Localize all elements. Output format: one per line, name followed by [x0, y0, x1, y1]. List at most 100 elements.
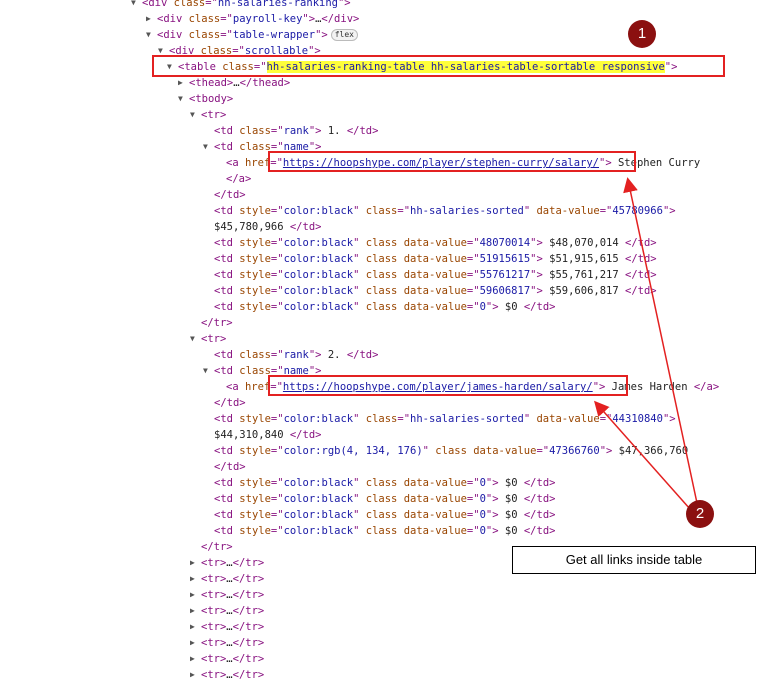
dom-node-line[interactable]: <td style="color:black" class data-value… — [214, 523, 555, 539]
dom-node-line[interactable]: <td style="color:black" class data-value… — [214, 267, 657, 283]
collapsed-triangle-icon[interactable]: ▶ — [190, 622, 195, 631]
href-link[interactable]: https://hoopshype.com/player/james-harde… — [282, 381, 593, 393]
dom-token: "> — [308, 125, 322, 137]
expanded-triangle-icon[interactable]: ▼ — [131, 0, 136, 7]
dom-token: <td — [214, 365, 240, 377]
dom-token: scrollable — [244, 45, 309, 57]
dom-node-line[interactable]: ▼<td class="name"> — [203, 139, 322, 155]
dom-node-line[interactable]: <a href="https://hoopshype.com/player/st… — [226, 155, 700, 171]
collapsed-triangle-icon[interactable]: ▶ — [190, 638, 195, 647]
dom-node-line[interactable]: <td style="color:black" class data-value… — [214, 491, 555, 507]
dom-node-line[interactable]: ▶<tr>…</tr> — [190, 651, 264, 667]
collapsed-triangle-icon[interactable]: ▶ — [146, 14, 151, 23]
dom-node-line[interactable]: </td> — [214, 187, 246, 203]
expanded-triangle-icon[interactable]: ▼ — [203, 366, 208, 375]
expanded-triangle-icon[interactable]: ▼ — [190, 334, 195, 343]
collapsed-triangle-icon[interactable]: ▶ — [190, 606, 195, 615]
dom-node-line[interactable]: </a> — [226, 171, 251, 187]
dom-token: color:black — [283, 413, 354, 425]
expanded-triangle-icon[interactable]: ▼ — [158, 46, 163, 55]
dom-node-line[interactable]: ▶<tr>…</tr> — [190, 619, 264, 635]
dom-node-line[interactable]: ▶<tr>…</tr> — [190, 587, 264, 603]
dom-node-line[interactable]: ▼<tr> — [190, 331, 226, 347]
dom-token: name — [283, 365, 309, 377]
dom-node-line[interactable]: $44,310,840 </td> — [214, 427, 321, 443]
dom-node-line[interactable]: <td style="color:black" class="hh-salari… — [214, 411, 676, 427]
dom-token: color:black — [283, 509, 354, 521]
dom-node-line[interactable]: <td style="color:black" class data-value… — [214, 235, 657, 251]
dom-node-line[interactable]: ▶<tr>…</tr> — [190, 667, 264, 683]
dom-node-line[interactable]: </tr> — [201, 539, 233, 555]
collapsed-triangle-icon[interactable]: ▶ — [190, 654, 195, 663]
collapsed-triangle-icon[interactable]: ▶ — [190, 590, 195, 599]
dom-token: class — [239, 141, 271, 153]
dom-token: <td — [214, 269, 240, 281]
dom-node-line[interactable]: ▶<div class="payroll-key">…</div> — [146, 11, 359, 27]
dom-token: "> — [599, 445, 613, 457]
dom-token: <td — [214, 125, 240, 137]
dom-token: class — [239, 349, 271, 361]
dom-node-line[interactable]: ▼<div class="hh-salaries-ranking"> — [131, 0, 351, 11]
dom-node-line[interactable]: ▼<tbody> — [178, 91, 233, 107]
dom-token: 51915615 — [479, 253, 531, 265]
href-link[interactable]: https://hoopshype.com/player/stephen-cur… — [282, 157, 599, 169]
dom-token: <a — [226, 157, 245, 169]
dom-node-line[interactable]: ▼<div class="scrollable"> — [158, 43, 321, 59]
expanded-triangle-icon[interactable]: ▼ — [167, 62, 172, 71]
dom-token: "> — [315, 29, 328, 41]
dom-token: </tr> — [232, 557, 265, 569]
dom-token: =" — [270, 509, 284, 521]
dom-node-line[interactable]: <td class="rank"> 1. </td> — [214, 123, 378, 139]
expanded-triangle-icon[interactable]: ▼ — [203, 142, 208, 151]
dom-node-line[interactable]: <td style="color:black" class data-value… — [214, 475, 555, 491]
dom-node-line[interactable]: <td style="color:black" class="hh-salari… — [214, 203, 676, 219]
dom-token: =" — [270, 157, 283, 169]
dom-token: $45,780,966 — [214, 221, 290, 233]
dom-token: class data-value — [365, 237, 467, 249]
dom-node-line[interactable]: ▶<thead>…</thead> — [178, 75, 290, 91]
dom-node-line[interactable]: ▼<div class="table-wrapper">flex — [146, 27, 358, 43]
dom-node-line[interactable]: <td style="color:black" class data-value… — [214, 251, 657, 267]
dom-token: 48070014 — [479, 237, 531, 249]
dom-node-line[interactable]: ▶<tr>…</tr> — [190, 555, 265, 571]
dom-token: class — [200, 45, 233, 57]
dom-token: table-wrapper — [232, 29, 316, 41]
dom-node-line[interactable]: ▶<tr>…</tr> — [190, 571, 264, 587]
dom-token: style — [239, 493, 271, 505]
expanded-triangle-icon[interactable]: ▼ — [178, 94, 183, 103]
dom-node-line[interactable]: $45,780,966 </td> — [214, 219, 321, 235]
collapsed-triangle-icon[interactable]: ▶ — [190, 558, 195, 567]
collapsed-triangle-icon[interactable]: ▶ — [178, 78, 183, 87]
dom-node-line[interactable]: ▼<tr> — [190, 107, 226, 123]
dom-node-line[interactable]: ▶<tr>…</tr> — [190, 603, 264, 619]
dom-node-line[interactable]: </td> — [214, 395, 246, 411]
expanded-triangle-icon[interactable]: ▼ — [146, 30, 151, 39]
dom-token: <td — [214, 285, 240, 297]
dom-node-line[interactable]: ▶<tr>…</tr> — [190, 635, 264, 651]
dom-token: "> — [337, 0, 351, 9]
dom-token: </td> — [625, 237, 657, 249]
dom-node-line[interactable]: <td style="color:black" class data-value… — [214, 507, 555, 523]
dom-token: 45780966 — [612, 205, 663, 217]
step-1-marker: 1 — [628, 20, 656, 48]
dom-node-line[interactable]: ▼<table class="hh-salaries-ranking-table… — [167, 59, 677, 75]
dom-token: =" — [270, 269, 284, 281]
dom-token: =" — [270, 365, 284, 377]
dom-token: " — [353, 525, 366, 537]
dom-node-line[interactable]: ▼<td class="name"> — [203, 363, 322, 379]
dom-node-line[interactable]: <td class="rank"> 2. </td> — [214, 347, 378, 363]
dom-node-line[interactable]: <td style="color:rgb(4, 134, 176)" class… — [214, 443, 688, 459]
dom-token: … — [226, 621, 233, 633]
dom-node-line[interactable]: </tr> — [201, 315, 233, 331]
flex-badge: flex — [330, 29, 358, 41]
dom-token: "> — [308, 365, 322, 377]
collapsed-triangle-icon[interactable]: ▶ — [190, 670, 195, 679]
collapsed-triangle-icon[interactable]: ▶ — [190, 574, 195, 583]
dom-node-line[interactable]: <td style="color:black" class data-value… — [214, 283, 657, 299]
dom-node-line[interactable]: <td style="color:black" class data-value… — [214, 299, 555, 315]
dom-token: "> — [599, 157, 612, 169]
dom-token: =" — [466, 269, 480, 281]
dom-token: … — [226, 605, 233, 617]
expanded-triangle-icon[interactable]: ▼ — [190, 110, 195, 119]
dom-node-line[interactable]: </td> — [214, 459, 246, 475]
